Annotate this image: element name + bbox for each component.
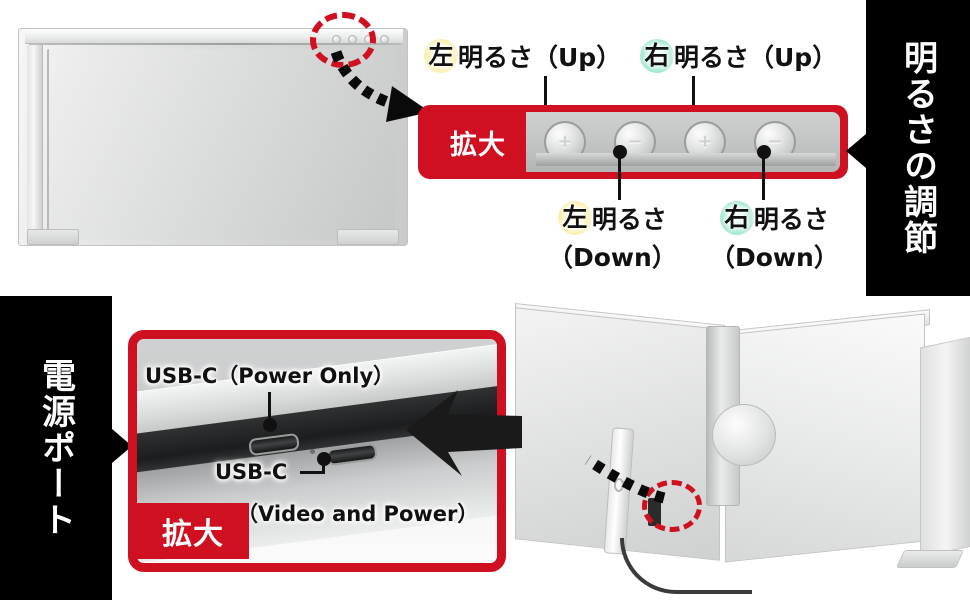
callout-right-down-line1: 明るさ	[753, 205, 829, 234]
leader-line-right-up	[692, 76, 695, 118]
leader-line-right-down	[762, 152, 765, 200]
callout-usb-c-video-power-line1: USB-C	[215, 460, 288, 484]
device-foot-right	[337, 229, 399, 245]
side-label-brightness: 明るさの調節	[897, 40, 938, 256]
leader-line-left-up	[544, 76, 547, 118]
side-label-power-port: 電源ポート	[35, 358, 76, 538]
product-rear-photo: ⌁ ⚡	[480, 300, 970, 600]
callout-usb-c-power-only: USB-C（Power Only）	[145, 364, 395, 388]
solid-arrow-bottom	[406, 390, 522, 476]
callout-left-up: 左明るさ（Up）	[424, 38, 621, 74]
zoom-box-buttons: + − + − 拡大	[418, 105, 848, 179]
zoom-box-device-lip	[536, 153, 836, 166]
side-label-pointer-left-icon	[846, 134, 866, 168]
zoom-badge-top: 拡大	[450, 129, 506, 161]
marker-left-yellow: 左	[424, 39, 458, 73]
callout-right-down-line2: （Down）	[710, 243, 839, 272]
zoom-box-buttons-photo: + − + −	[526, 112, 840, 172]
device-foot-left	[27, 229, 79, 245]
callout-right-up: 右明るさ（Up）	[640, 38, 837, 74]
dashed-arrow-bottom	[585, 455, 666, 504]
status-led	[310, 449, 315, 454]
callout-left-down-line2: （Down）	[548, 243, 677, 272]
callout-right-up-text: 明るさ（Up）	[674, 43, 838, 72]
callout-right-down: 右明るさ （Down）	[710, 200, 839, 274]
marker-right-green: 右	[640, 39, 674, 73]
leader-line-usb2-v	[322, 460, 325, 474]
leader-line-left-down	[618, 152, 621, 200]
callout-left-up-text: 明るさ（Up）	[458, 43, 622, 72]
far-right-panel	[920, 336, 970, 558]
device-left-edge	[27, 45, 43, 241]
highlight-circle-buttons	[310, 12, 376, 68]
zoom-badge-bottom: 拡大	[137, 503, 249, 559]
callout-left-down: 左明るさ （Down）	[548, 200, 677, 274]
highlight-circle-power-port	[642, 480, 702, 532]
marker-right-green-2: 右	[719, 201, 754, 235]
hinge-knob	[712, 404, 776, 466]
leader-line-usb1	[268, 392, 271, 424]
device-lid-seam	[29, 43, 401, 45]
callout-usb-c-video-power-line2: （Video and Power）	[237, 502, 479, 526]
marker-left-yellow-2: 左	[557, 201, 592, 235]
stand-foot	[895, 550, 965, 568]
leader-dot-usb1	[263, 418, 277, 432]
leader-dot-usb2	[317, 452, 331, 466]
side-label-bar-power-port	[0, 296, 112, 600]
device-button-4	[380, 35, 389, 44]
device-inner-bezel	[47, 49, 395, 239]
power-cable	[620, 538, 752, 594]
panel-brightness-adjustment: 左明るさ（Up） 右明るさ（Up） + − + − 拡大	[0, 0, 970, 296]
side-label-pointer-right-icon	[112, 429, 132, 463]
side-label-bar-brightness	[866, 0, 970, 296]
callout-left-down-line1: 明るさ	[591, 205, 667, 234]
leader-line-usb2-h	[300, 471, 325, 474]
